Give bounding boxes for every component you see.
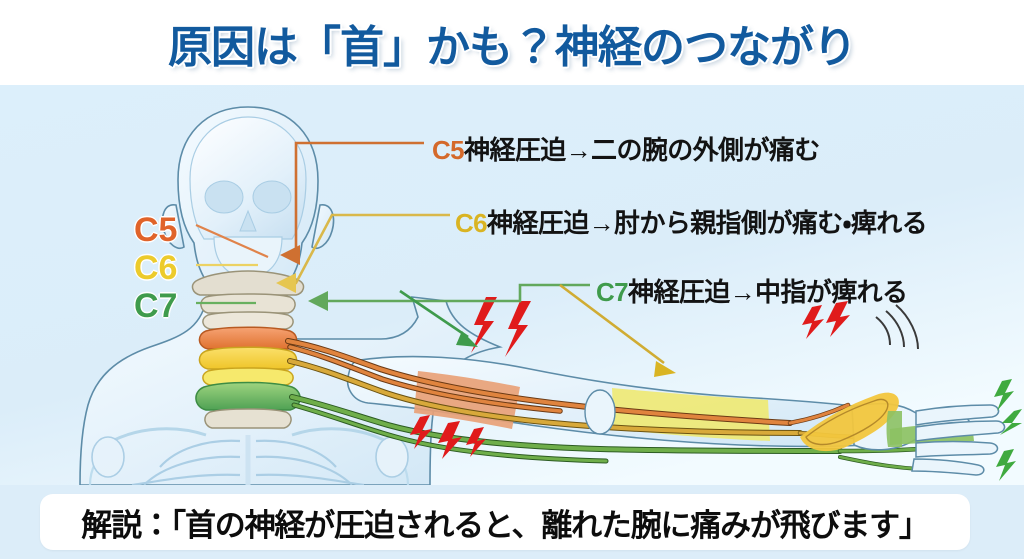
leader-arrow-c6 bbox=[276, 273, 296, 293]
callout-c7-code: C7 bbox=[596, 277, 629, 307]
humeral-head-right bbox=[375, 436, 409, 478]
upper-arm-lower-pain-bolts bbox=[410, 415, 486, 459]
vertebra-c6b bbox=[202, 367, 294, 386]
upper-arm-pain-bolts bbox=[471, 297, 531, 357]
vertebra-label-c7: C7 bbox=[134, 287, 178, 325]
middle-finger-base bbox=[886, 411, 902, 447]
vertebra-c7 bbox=[195, 381, 301, 411]
callout-c6-body: 神経圧迫→肘から親指側が痛む・痺れる bbox=[487, 208, 928, 238]
vertebra-c5 bbox=[198, 326, 298, 350]
vertebra-t1 bbox=[204, 408, 292, 429]
callout-c5-code: C5 bbox=[432, 135, 465, 165]
skull-detail bbox=[189, 116, 307, 278]
leader-line-c7 bbox=[324, 283, 590, 303]
thumb-outline bbox=[805, 398, 889, 446]
vertebra-c6 bbox=[198, 346, 298, 370]
eye-socket-right bbox=[252, 180, 292, 214]
title-bar: 原因は「首」かも？神経のつながり bbox=[0, 0, 1024, 85]
hand bbox=[800, 392, 1006, 476]
pointer-arrow-forearm bbox=[559, 283, 665, 365]
callout-c6: C6神経圧迫→肘から親指側が痛む・痺れる bbox=[455, 203, 928, 240]
pointer-arrowhead-upper-arm bbox=[456, 331, 478, 347]
leader-line-c5 bbox=[294, 141, 424, 255]
nasal-aperture bbox=[239, 209, 257, 232]
thumb-pain-bolts bbox=[802, 301, 850, 339]
fingers bbox=[911, 404, 1006, 476]
leader-arrow-c7 bbox=[308, 291, 328, 311]
thumb-highlight bbox=[800, 392, 899, 452]
nerve-bundles bbox=[285, 338, 923, 471]
vertebra-label-c6: C6 bbox=[134, 249, 178, 287]
caption-box: 解説：「首の神経が圧迫されると、離れた腕に痛みが飛びます」 bbox=[40, 494, 970, 550]
humeral-head-left bbox=[91, 436, 125, 478]
pointer-arrowhead-forearm bbox=[654, 361, 676, 377]
callout-c5-body: 神経圧迫→二の腕の外側が痛む bbox=[464, 135, 820, 165]
ribcage bbox=[88, 427, 410, 485]
vertebra-label-c5: C5 bbox=[134, 211, 178, 249]
vertebra-label-connectors bbox=[195, 223, 269, 305]
vertebra-c3 bbox=[202, 311, 294, 330]
anatomy-svg bbox=[0, 85, 1024, 485]
caption-text: 解説：「首の神経が圧迫されると、離れた腕に痛みが飛びます」 bbox=[81, 507, 930, 543]
cervical-spine bbox=[191, 270, 305, 429]
callout-c6-code: C6 bbox=[455, 208, 488, 238]
pointer-arrow-upper-arm bbox=[399, 289, 469, 339]
caption-zone: 解説：「首の神経が圧迫されると、離れた腕に痛みが飛びます」 bbox=[0, 485, 1024, 559]
elbow-joint bbox=[584, 389, 616, 435]
leader-arrow-c5 bbox=[280, 245, 300, 265]
callout-c7-body: 神経圧迫→中指が痺れる bbox=[628, 277, 908, 307]
middle-finger-tingle-bolts bbox=[994, 379, 1022, 481]
thumb-motion-arcs bbox=[875, 304, 919, 350]
anatomy-illustration bbox=[0, 85, 1024, 485]
callout-c7: C7神経圧迫→中指が痺れる bbox=[596, 272, 908, 309]
callout-c5: C5神経圧迫→二の腕の外側が痛む bbox=[432, 130, 820, 167]
page-title: 原因は「首」かも？神経のつながり bbox=[168, 22, 857, 72]
eye-socket-left bbox=[204, 180, 244, 214]
vertebra-c1 bbox=[191, 270, 305, 296]
